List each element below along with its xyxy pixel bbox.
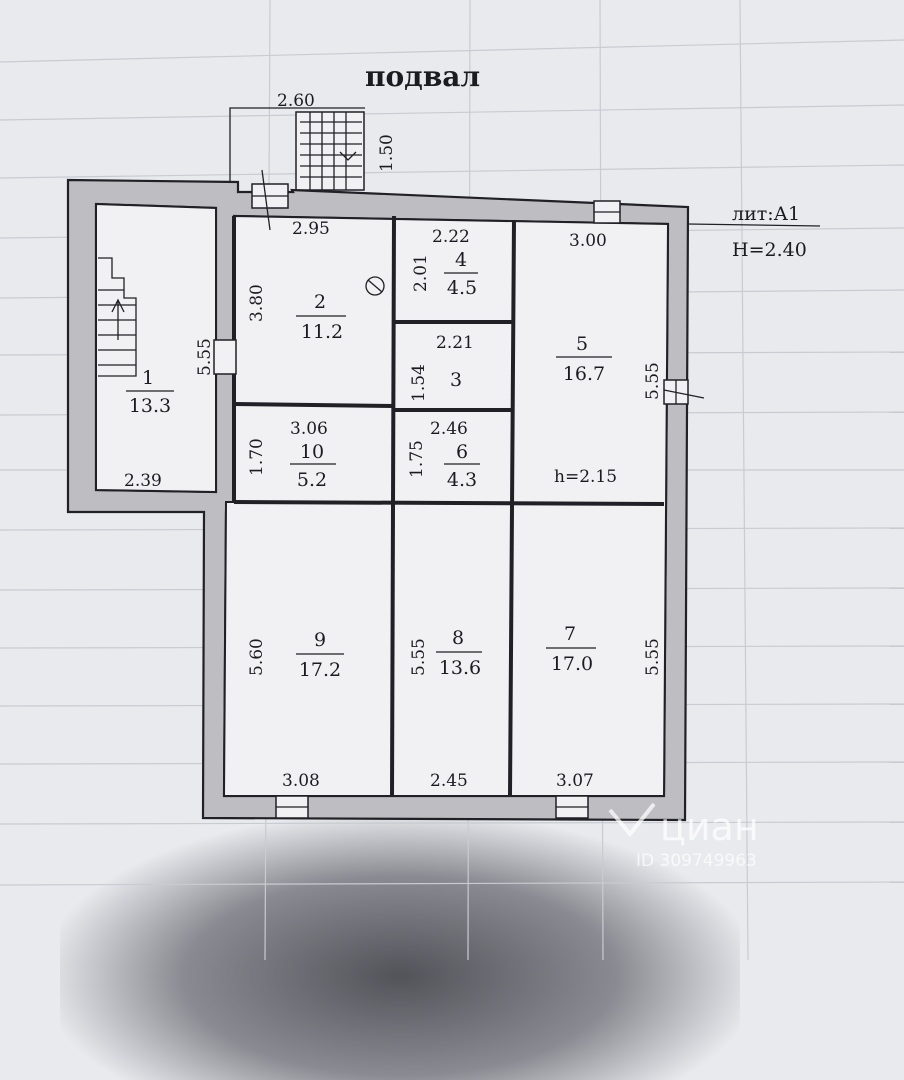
room-7-dim-length: 5.55 xyxy=(643,638,663,676)
building-walls xyxy=(66,178,690,822)
room-5-dim-width: 3.00 xyxy=(569,231,607,251)
room-9-dim-length: 5.60 xyxy=(247,638,267,676)
room-5-dim-length: 5.55 xyxy=(643,362,663,400)
room-1-dim-width: 2.39 xyxy=(124,471,162,491)
watermark-id: ID 309749963 xyxy=(636,851,757,871)
room-2-area: 11.2 xyxy=(301,321,343,343)
room-5-height-note: h=2.15 xyxy=(554,467,617,487)
room-9-area: 17.2 xyxy=(299,659,341,681)
room-1-number: 1 xyxy=(142,367,154,389)
room-1-area: 13.3 xyxy=(129,395,171,417)
interior-partitions xyxy=(232,215,665,797)
room-5-number: 5 xyxy=(576,333,588,355)
room-2-dim-width: 2.95 xyxy=(292,219,330,239)
internal-stair xyxy=(98,257,137,377)
room-6-dim-width: 2.46 xyxy=(430,419,468,439)
watermark: циан ID 309749963 xyxy=(608,802,759,871)
stair-width-label: 2.60 xyxy=(277,91,315,111)
external-stair xyxy=(229,107,365,191)
floor-plan-sheet: подвал 2.60 1.50 xyxy=(0,0,904,960)
room-4-area: 4.5 xyxy=(447,277,477,299)
room-8-area: 13.6 xyxy=(439,657,481,679)
room-6-area: 4.3 xyxy=(447,469,477,491)
room-4-dim-length: 2.01 xyxy=(411,254,431,292)
room-8-number: 8 xyxy=(452,627,464,649)
room-3-dim-length: 1.54 xyxy=(409,364,429,402)
room-9-dim-width: 3.08 xyxy=(282,771,320,791)
room-3-number: 3 xyxy=(450,369,462,391)
room-1-dim-length: 5.55 xyxy=(195,338,215,376)
room-9-number: 9 xyxy=(314,629,326,651)
room-2-number: 2 xyxy=(314,291,326,313)
room-4-dim-width: 2.22 xyxy=(432,227,470,247)
openings xyxy=(213,169,705,819)
plan-title: подвал xyxy=(365,60,480,93)
room-8-dim-width: 2.45 xyxy=(430,771,468,791)
room-10-dim-width: 3.06 xyxy=(290,419,328,439)
room-10-number: 10 xyxy=(300,441,324,463)
room-7-number: 7 xyxy=(564,623,576,645)
room-7-area: 17.0 xyxy=(551,653,593,675)
boiler-icon xyxy=(365,276,385,296)
room-8-dim-length: 5.55 xyxy=(409,638,429,676)
room-10-area: 5.2 xyxy=(297,469,327,491)
room-10-dim-length: 1.70 xyxy=(247,438,267,476)
room-2-dim-length: 3.80 xyxy=(247,284,267,322)
stair-depth-label: 1.50 xyxy=(377,134,397,172)
room-4-number: 4 xyxy=(455,249,467,271)
lit-label: лит:А1 xyxy=(732,203,800,225)
room-5-area: 16.7 xyxy=(563,363,605,385)
room-6-number: 6 xyxy=(456,441,468,463)
watermark-brand: циан xyxy=(660,805,759,849)
room-3-dim-width: 2.21 xyxy=(436,333,474,353)
room-6-dim-length: 1.75 xyxy=(407,440,427,478)
height-label: H=2.40 xyxy=(732,239,807,261)
room-7-dim-width: 3.07 xyxy=(556,771,594,791)
